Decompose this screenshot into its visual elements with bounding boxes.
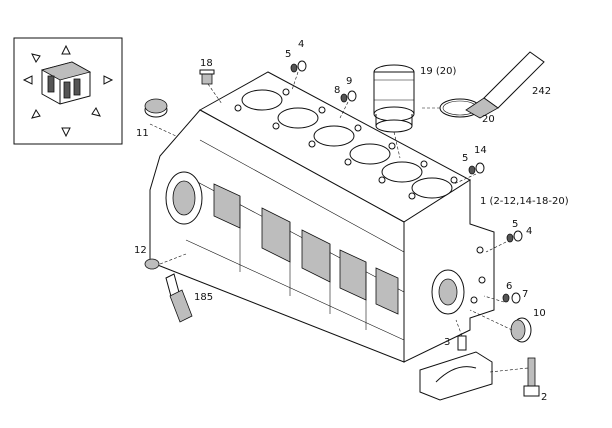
callout-4-low: 4	[526, 226, 532, 237]
cylinder-block	[149, 71, 495, 363]
callout-6: 6	[506, 281, 512, 292]
callout-242: 242	[532, 86, 551, 97]
callout-9: 9	[346, 76, 352, 87]
callout-5-top: 5	[285, 49, 291, 60]
cup-plug-rear	[510, 317, 532, 343]
main-bearing-cap	[419, 351, 493, 401]
cylinder-liner	[373, 64, 415, 133]
callout-3: 3	[444, 337, 450, 348]
leader-lines	[149, 71, 529, 373]
plug-lower	[144, 258, 160, 270]
front-flange	[165, 171, 203, 225]
deck-holes	[234, 88, 458, 200]
plug-part	[199, 69, 215, 85]
callout-5-mid: 5	[462, 153, 468, 164]
callout-12: 12	[134, 245, 147, 256]
callout-185: 185	[194, 292, 213, 303]
callout-20: 20	[482, 114, 495, 125]
callout-10: 10	[533, 308, 546, 319]
callout-4-top: 4	[298, 39, 304, 50]
block-side-ribs	[185, 139, 405, 341]
rear-bore	[431, 246, 486, 315]
callout-8: 8	[334, 85, 340, 96]
driver-tool	[165, 273, 193, 323]
direction-arrows-icon	[22, 44, 114, 138]
callout-1: 1 (2-12,14-18-20)	[480, 196, 569, 207]
small-seal-washers	[290, 60, 523, 304]
orientation-inset	[13, 37, 123, 145]
mini-block-icon	[40, 61, 92, 105]
callout-18: 18	[200, 58, 213, 69]
callout-14: 14	[474, 145, 487, 156]
callouts: 18 11 5 4 8 9 19 (20) 20 242 5 14 1 (2-1…	[134, 39, 569, 403]
callout-7: 7	[522, 289, 528, 300]
callout-19-20: 19 (20)	[420, 66, 457, 77]
callout-2: 2	[541, 392, 547, 403]
cylinder-bores	[241, 89, 453, 199]
cap-bolt	[523, 357, 540, 397]
installation-tool	[465, 51, 545, 119]
dowel-pin	[457, 335, 467, 351]
callout-11: 11	[136, 128, 149, 139]
callout-5-low: 5	[512, 219, 518, 230]
cup-plug-front	[144, 98, 168, 118]
